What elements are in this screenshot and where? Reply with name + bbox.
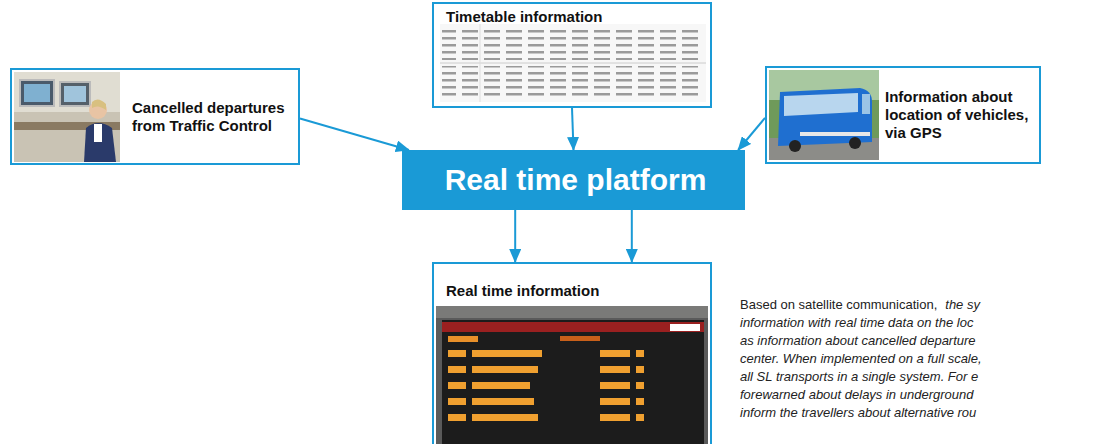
note-text: as information about cancelled departure xyxy=(740,333,976,348)
note-line: Based on satellite communication, the sy xyxy=(740,297,980,313)
source-box: Information about location of vehicles, … xyxy=(765,66,1041,164)
flow-arrow xyxy=(572,108,574,150)
box-title: Cancelled departures from Traffic Contro… xyxy=(132,99,294,135)
flow-arrow xyxy=(738,118,765,150)
flow-arrow xyxy=(300,118,409,150)
note-line: all SL transports in a single system. Fo… xyxy=(740,369,978,385)
note-line: center. When implemented on a full scale… xyxy=(740,351,982,367)
note-text: information with real time data on the l… xyxy=(740,315,973,330)
display-photo xyxy=(436,306,708,444)
note-text: all SL transports in a single system. Fo… xyxy=(740,369,978,384)
source-box: Timetable information xyxy=(432,2,712,108)
box-title: Real time information xyxy=(446,282,696,300)
note-line: information with real time data on the l… xyxy=(740,315,973,331)
note-line: inform the travellers about alternative … xyxy=(740,405,976,421)
box-title: Timetable information xyxy=(446,8,696,26)
box-title: Information about location of vehicles, … xyxy=(885,88,1035,142)
flow-arrow xyxy=(631,210,633,262)
platform-box: Real time platform xyxy=(402,150,745,210)
box-title: Real time platform xyxy=(404,162,747,198)
note-text: inform the travellers about alternative … xyxy=(740,405,976,420)
note-line: forewarned about delays in underground xyxy=(740,387,973,403)
bus-photo xyxy=(769,70,879,160)
flow-arrow xyxy=(514,210,516,262)
output-box: Real time information xyxy=(432,262,712,444)
note-text: Based on satellite communication, xyxy=(740,297,937,312)
traffic-control-photo xyxy=(14,72,120,162)
source-box: Cancelled departures from Traffic Contro… xyxy=(10,68,300,165)
note-text: forewarned about delays in underground xyxy=(740,387,973,402)
note-text: the sy xyxy=(945,297,980,312)
note-line: as information about cancelled departure xyxy=(740,333,976,349)
note-text: center. When implemented on a full scale… xyxy=(740,351,982,366)
timetable-image xyxy=(440,24,706,102)
